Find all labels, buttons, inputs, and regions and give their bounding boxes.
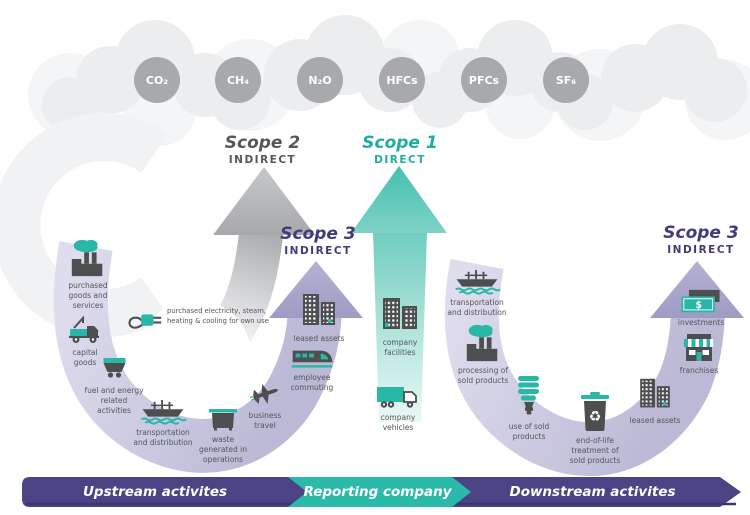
company-buildings-icon (383, 298, 417, 329)
item-label: purchased goods and services (68, 281, 108, 310)
item-purchased-goods: purchased goods and services (59, 238, 117, 310)
item-waste: waste generated in operations (194, 404, 252, 464)
scope3-upstream-band (53, 241, 342, 473)
mine-cart-icon (103, 358, 126, 378)
ship-icon (455, 269, 501, 295)
item-label: processing of sold products (457, 366, 509, 385)
electricity-note-line1: purchased electricity, steam, (167, 307, 266, 315)
scope3-downstream-label: Scope 3 INDIRECT (649, 223, 750, 256)
delivery-truck-icon (377, 387, 417, 408)
item-investments: $ investments (674, 289, 728, 328)
scope2-title: Scope 2 (224, 133, 301, 153)
scope1-title: Scope 1 (362, 133, 438, 153)
item-capital-goods: capital goods (63, 315, 107, 368)
item-upstream-leased-assets: leased assets (289, 291, 349, 344)
scope3-downstream-subtitle: INDIRECT (667, 243, 735, 256)
item-processing: processing of sold products (451, 323, 515, 386)
plug-icon (128, 314, 162, 329)
scope3-downstream-arrow-head (650, 261, 744, 318)
scope3-downstream-title: Scope 3 (663, 223, 739, 243)
gas-label: N₂O (308, 73, 332, 87)
scope3-upstream-label: Scope 3 INDIRECT (266, 224, 370, 257)
gas-label: PFCs (468, 73, 500, 87)
scope1-label: Scope 1 DIRECT (350, 133, 450, 166)
item-upstream-transport: transportation and distribution (130, 399, 196, 448)
item-label: end-of-life treatment of sold products (569, 436, 621, 465)
scope3-upstream-title: Scope 3 (280, 224, 356, 244)
item-label: capital goods (72, 348, 98, 367)
factory-icon (71, 239, 103, 277)
gas-label: HFCs (386, 73, 418, 87)
item-label: leased assets (629, 416, 681, 425)
item-label: business travel (248, 411, 282, 430)
item-label: employee commuting (290, 373, 334, 392)
scope3-upstream-subtitle: INDIRECT (284, 244, 352, 257)
item-label: company facilities (382, 338, 418, 357)
banner-reporting-label: Reporting company (303, 484, 452, 500)
electricity-note: purchased electricity, steam, heating & … (167, 307, 277, 326)
banner-downstream-label: Downstream activites (509, 484, 676, 500)
scope2-label: Scope 2 INDIRECT (210, 133, 315, 166)
gas-bubble-n2o: N₂O (297, 57, 343, 103)
item-business-travel: business travel (241, 376, 289, 431)
item-label: transportation and distribution (447, 298, 507, 317)
item-commuting: employee commuting (281, 341, 343, 393)
gas-label: CH₄ (226, 73, 250, 87)
item-label: use of sold products (508, 422, 550, 441)
scope1-subtitle: DIRECT (374, 153, 426, 166)
gas-bubble-ch4: CH₄ (215, 57, 261, 103)
dumpster-icon (209, 409, 237, 431)
item-label: investments (677, 318, 725, 327)
right-band-interior (524, 299, 636, 411)
item-fuel-energy-label: fuel and energy related activities (84, 386, 144, 415)
train-icon (291, 350, 333, 368)
item-company-facilities: company facilities (371, 293, 429, 358)
left-band-interior (139, 299, 251, 411)
buildings-icon (303, 294, 335, 325)
scope3-upstream-arrow-head (269, 261, 363, 318)
item-use-of-products: use of sold products (503, 375, 555, 442)
gas-bubble-pfcs: PFCs (461, 57, 507, 103)
item-company-vehicles: company vehicles (372, 384, 424, 433)
item-label: waste generated in operations (199, 435, 247, 464)
item-downstream-leased-assets: leased assets (625, 376, 685, 426)
item-end-of-life: ♻ end-of-life treatment of sold products (565, 391, 625, 465)
bottom-banner (22, 477, 741, 507)
gas-label: SF₆ (555, 73, 577, 87)
scope2-arrow-head (213, 167, 315, 235)
banner-teal-chevron (288, 477, 471, 507)
storefront-icon (684, 334, 714, 361)
item-downstream-transport: transportation and distribution (443, 269, 511, 318)
scope1-arrow-head (351, 166, 447, 233)
gas-bubble-hfcs: HFCs (379, 57, 425, 103)
electricity-note-line2: heating & cooling for own use (167, 316, 269, 325)
scope2-subtitle: INDIRECT (228, 153, 297, 166)
money-icon: $ (681, 289, 720, 313)
recycle-bin-icon: ♻ (581, 392, 609, 431)
ship-icon (141, 399, 187, 425)
crane-truck-icon (69, 315, 99, 343)
item-franchises: franchises (677, 333, 721, 376)
dollar-glyph: $ (695, 300, 701, 311)
item-label: franchises (679, 366, 719, 375)
item-label: company vehicles (380, 413, 416, 432)
gas-bubble-co2: CO₂ (134, 57, 180, 103)
factory-icon (466, 324, 498, 362)
buildings-icon (640, 378, 670, 408)
item-label: transportation and distribution (133, 428, 193, 447)
gas-label: CO₂ (145, 73, 169, 87)
gas-bubble-sf6: SF₆ (543, 57, 589, 103)
item-label: leased assets (293, 334, 345, 343)
cfl-bulb-icon (518, 376, 539, 415)
banner-upstream-label: Upstream activites (82, 484, 228, 500)
recycle-glyph: ♻ (589, 409, 602, 425)
airplane-icon (249, 383, 278, 404)
